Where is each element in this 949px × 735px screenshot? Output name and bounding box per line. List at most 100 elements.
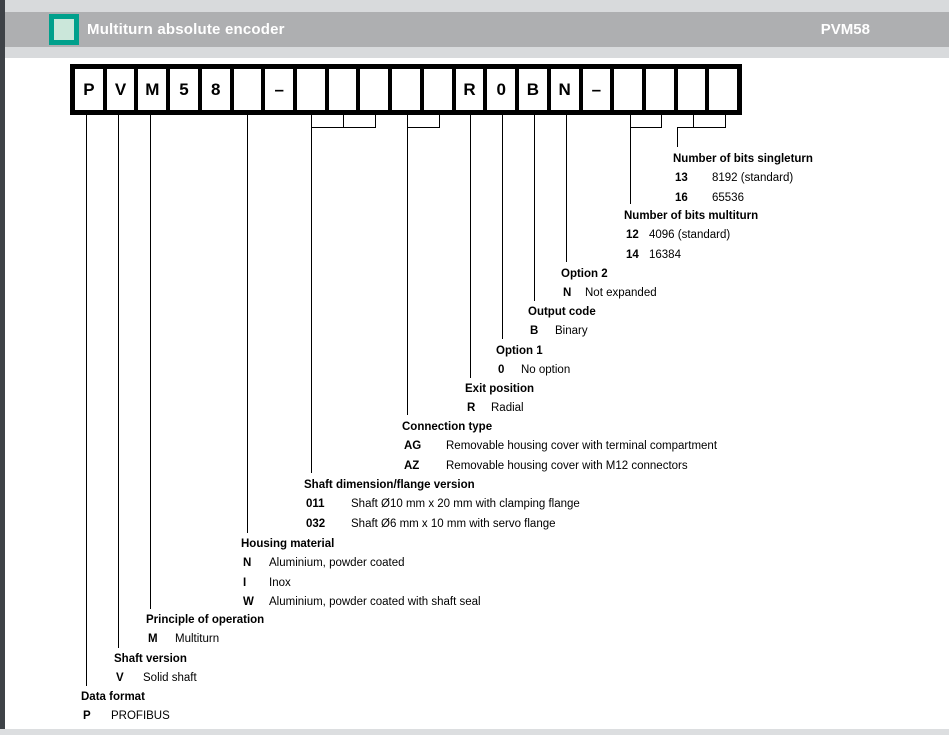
entry-code: 14: [626, 248, 639, 261]
code-cell: V: [106, 69, 135, 110]
entry-desc: Solid shaft: [143, 672, 197, 685]
entry-code: 13: [675, 172, 688, 185]
code-cell: [645, 69, 674, 110]
connector-line: [407, 115, 408, 415]
entry-desc: Aluminium, powder coated: [269, 557, 405, 570]
entry-desc: Radial: [491, 402, 524, 415]
section-shaft-dimension: Shaft dimension/flange version 011 Shaft…: [304, 476, 580, 534]
connector-line: [534, 115, 535, 301]
entry-desc: 16384: [649, 248, 681, 261]
entry-desc: Removable housing cover with terminal co…: [446, 440, 718, 453]
entry-desc: Multiturn: [175, 633, 220, 646]
code-cell: [297, 69, 325, 110]
code-entry: W Aluminium, powder coated with shaft se…: [241, 593, 481, 612]
connector-line: [693, 115, 694, 128]
connector-line: [150, 115, 151, 609]
code-entry: 0 No option: [496, 361, 570, 380]
entry-desc: Binary: [555, 325, 588, 338]
connector-line: [439, 115, 440, 128]
code-cell: [328, 69, 357, 110]
section-housing-material: Housing material N Aluminium, powder coa…: [241, 535, 481, 612]
section-bits-multiturn: Number of bits multiturn 12 4096 (standa…: [624, 207, 758, 265]
section-heading: Data format: [81, 691, 145, 703]
page-bottom-margin: [0, 729, 949, 735]
section-principle-of-operation: Principle of operation M Multiturn: [146, 611, 264, 650]
section-exit-position: Exit position R Radial: [465, 380, 534, 419]
code-cell: M: [138, 69, 167, 110]
connector-line: [118, 115, 119, 648]
code-cell: 5: [170, 69, 198, 110]
section-heading: Number of bits singleturn: [673, 153, 813, 165]
code-cell: 0: [487, 69, 516, 110]
section-heading: Shaft version: [114, 653, 187, 665]
code-cell: N: [550, 69, 579, 110]
entry-code: R: [467, 402, 476, 415]
connector-line: [566, 115, 567, 262]
section-data-format: Data format P PROFIBUS: [81, 688, 170, 727]
section-shaft-version: Shaft version V Solid shaft: [114, 650, 197, 689]
entry-desc: Aluminium, powder coated with shaft seal: [269, 595, 481, 608]
code-cell: [614, 69, 642, 110]
entry-desc: Not expanded: [585, 287, 657, 300]
entry-code: I: [243, 576, 247, 589]
code-cell: R: [455, 69, 484, 110]
product-code: PVM58: [820, 21, 870, 38]
entry-desc: Inox: [269, 576, 291, 589]
code-entry: B Binary: [528, 322, 596, 341]
code-entry: N Not expanded: [561, 284, 657, 303]
code-entry: 14 16384: [624, 246, 758, 265]
code-cell: P: [75, 69, 103, 110]
code-entry: I Inox: [241, 574, 481, 593]
entry-desc: 8192 (standard): [712, 172, 794, 185]
connector-line: [677, 127, 678, 147]
entry-code: AG: [404, 440, 422, 453]
connector-line: [661, 115, 662, 128]
header-bar: Multiturn absolute encoder PVM58: [5, 12, 949, 47]
header-sub-strip: [5, 47, 949, 58]
code-entry: V Solid shaft: [114, 669, 197, 688]
entry-code: V: [116, 672, 124, 685]
header-accent-icon: [49, 14, 79, 45]
section-heading: Option 2: [561, 268, 608, 280]
page-title: Multiturn absolute encoder: [87, 21, 285, 38]
entry-desc: PROFIBUS: [111, 710, 170, 723]
section-output-code: Output code B Binary: [528, 303, 596, 342]
entry-code: 12: [626, 229, 639, 242]
code-cell: –: [265, 69, 294, 110]
entry-desc: Shaft Ø6 mm x 10 mm with servo flange: [351, 517, 556, 530]
connector-line: [725, 115, 726, 128]
entry-code: B: [530, 325, 539, 338]
code-entry: 011 Shaft Ø10 mm x 20 mm with clamping f…: [304, 495, 580, 514]
connector-line: [343, 115, 344, 128]
entry-code: 011: [306, 498, 325, 511]
entry-code: 16: [675, 191, 688, 204]
entry-code: P: [83, 710, 91, 723]
code-entry: AG Removable housing cover with terminal…: [402, 437, 717, 456]
section-heading: Exit position: [465, 383, 534, 395]
code-entry: 13 8192 (standard): [673, 169, 813, 188]
connector-line: [630, 115, 631, 204]
code-entry: M Multiturn: [146, 630, 264, 649]
page-top-margin: [5, 0, 949, 12]
code-cell: [392, 69, 420, 110]
entry-code: W: [243, 595, 254, 608]
code-cell: 8: [201, 69, 230, 110]
section-heading: Number of bits multiturn: [624, 210, 759, 222]
code-cell: [677, 69, 706, 110]
code-entry: N Aluminium, powder coated: [241, 554, 481, 573]
connector-line: [311, 127, 376, 128]
code-cell: [423, 69, 452, 110]
entry-desc: 65536: [712, 191, 744, 204]
connector-line: [677, 127, 726, 128]
section-option-2: Option 2 N Not expanded: [561, 265, 657, 304]
section-connection-type: Connection type AG Removable housing cov…: [402, 418, 717, 476]
code-entry: 032 Shaft Ø6 mm x 10 mm with servo flang…: [304, 515, 580, 534]
code-entry: R Radial: [465, 399, 534, 418]
connector-line: [247, 115, 248, 533]
section-heading: Output code: [528, 306, 596, 318]
section-bits-singleturn: Number of bits singleturn 13 8192 (stand…: [673, 150, 813, 208]
section-heading: Housing material: [241, 538, 335, 550]
code-cell: [709, 69, 738, 110]
code-cell: B: [519, 69, 547, 110]
